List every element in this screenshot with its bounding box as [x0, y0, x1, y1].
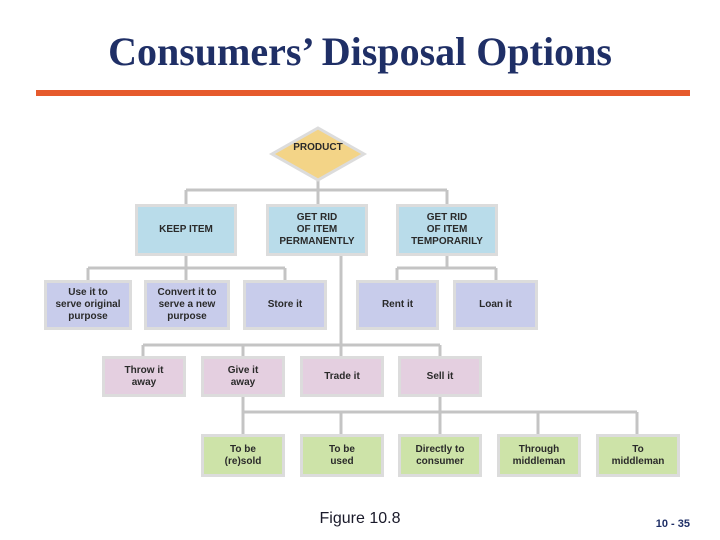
- node-give-away: Give it away: [201, 356, 285, 397]
- node-store-it: Store it: [243, 280, 327, 330]
- figure-caption: Figure 10.8: [319, 510, 401, 527]
- node-use-original: Use it to serve original purpose: [44, 280, 132, 330]
- node-keep-item: KEEP ITEM: [135, 204, 237, 256]
- node-to-be-resold: To be (re)sold: [201, 434, 285, 477]
- node-to-middleman: To middleman: [596, 434, 680, 477]
- title-underline: [36, 90, 690, 96]
- node-loan-it: Loan it: [453, 280, 538, 330]
- slide-title: Consumers’ Disposal Options: [108, 29, 612, 74]
- page-number: 10 - 35: [655, 518, 690, 530]
- node-product: PRODUCT: [293, 142, 343, 153]
- node-to-be-used: To be used: [300, 434, 384, 477]
- node-convert-new: Convert it to serve a new purpose: [144, 280, 230, 330]
- node-throw-away: Throw it away: [102, 356, 186, 397]
- product-diamond: [268, 126, 368, 182]
- node-trade-it: Trade it: [300, 356, 384, 397]
- node-get-rid-temporarily: GET RID OF ITEM TEMPORARILY: [396, 204, 498, 256]
- node-rent-it: Rent it: [356, 280, 439, 330]
- node-sell-it: Sell it: [398, 356, 482, 397]
- node-through-middleman: Through middleman: [497, 434, 581, 477]
- node-directly-to-consumer: Directly to consumer: [398, 434, 482, 477]
- node-get-rid-permanently: GET RID OF ITEM PERMANENTLY: [266, 204, 368, 256]
